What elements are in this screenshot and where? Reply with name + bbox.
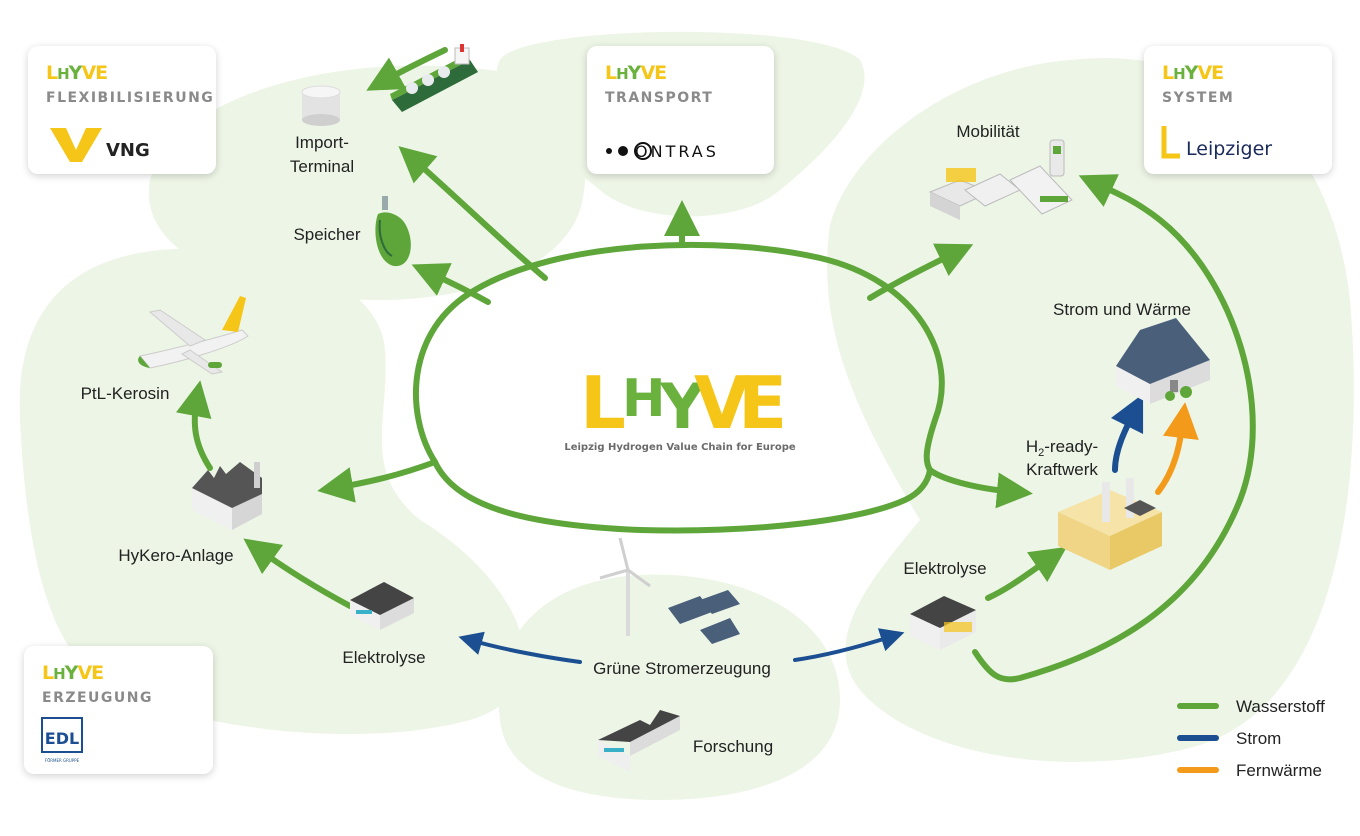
logo-letter-y: Y xyxy=(659,370,706,443)
zone-right xyxy=(827,58,1354,762)
logo-letter-e: E xyxy=(738,361,787,445)
card-system: LHYVE SYSTEM Leipziger xyxy=(1144,46,1332,174)
factory-icon xyxy=(192,462,262,530)
legend-label-fernwaerme: Fernwärme xyxy=(1236,761,1322,780)
edl-logo-icon: EDL FÖRMER GRUPPE xyxy=(41,717,83,763)
card-transport: LHYVE TRANSPORT ONTRAS xyxy=(587,46,774,174)
power-plant-icon xyxy=(1058,478,1162,570)
wind-turbine-icon xyxy=(599,537,651,636)
logo-letter-l: L xyxy=(580,361,626,445)
card-erzeugung-logo: LHYVE xyxy=(42,662,104,684)
label-ptl-kerosin: PtL-Kerosin xyxy=(81,384,170,403)
zone-top-left xyxy=(148,65,586,301)
house-icon xyxy=(1116,318,1210,404)
vng-logo-icon: VNG xyxy=(50,128,150,162)
electrolyzer-right-icon xyxy=(910,596,976,650)
leipziger-logo-text: Leipziger xyxy=(1186,138,1272,160)
edl-logo-text: EDL xyxy=(45,729,79,748)
logo-letter-h: H xyxy=(622,369,666,429)
lhyve-main-logo: L H Y V E Leipzig Hydrogen Value Chain f… xyxy=(564,361,796,453)
solar-panel-icon xyxy=(668,590,740,644)
hydrogen-arrows xyxy=(176,47,1256,683)
leipziger-logo-icon: Leipziger xyxy=(1161,126,1272,160)
card-flex-logo: LHYVE xyxy=(46,62,108,84)
vehicles-icon xyxy=(928,139,1073,220)
card-erzeugung: LHYVE ERZEUGUNG EDL FÖRMER GRUPPE xyxy=(24,646,213,774)
ship-icon xyxy=(390,44,478,112)
zone-bottom-center xyxy=(498,574,840,800)
card-flexibilisierung: LHYVE FLEXIBILISIERUNG VNG xyxy=(28,46,216,174)
card-erzeugung-title: ERZEUGUNG xyxy=(42,690,153,706)
vng-logo-text: VNG xyxy=(106,140,150,161)
label-kraftwerk-1: H2-ready- xyxy=(1026,437,1098,459)
label-kraftwerk-2: Kraftwerk xyxy=(1026,460,1098,479)
label-strom-waerme: Strom und Wärme xyxy=(1053,300,1191,319)
label-elektrolyse-right: Elektrolyse xyxy=(903,559,986,578)
label-elektrolyse-left: Elektrolyse xyxy=(342,648,425,667)
label-speicher: Speicher xyxy=(293,225,360,244)
logo-letter-v: V xyxy=(694,361,750,445)
hydrogen-ring xyxy=(317,146,1033,534)
label-gruene-strom: Grüne Stromerzeugung xyxy=(593,659,771,678)
card-transport-title: TRANSPORT xyxy=(605,90,714,106)
edl-logo-subtext: FÖRMER GRUPPE xyxy=(45,758,80,763)
ontras-logo-icon: ONTRAS xyxy=(606,142,719,161)
label-forschung: Forschung xyxy=(693,737,773,756)
storage-cavern-icon xyxy=(375,196,411,267)
airplane-icon xyxy=(138,296,249,375)
card-system-logo: LHYVE xyxy=(1162,62,1224,84)
label-mobilitaet: Mobilität xyxy=(956,122,1020,141)
research-building-icon xyxy=(598,710,680,772)
ontras-logo-text: ONTRAS xyxy=(635,142,719,161)
electrolyzer-left-icon xyxy=(350,582,414,630)
storage-tank-icon xyxy=(301,85,341,126)
label-hykero: HyKero-Anlage xyxy=(118,546,233,565)
legend: Wasserstoff Strom Fernwärme xyxy=(1177,697,1325,780)
card-system-title: SYSTEM xyxy=(1162,90,1235,106)
power-arrows xyxy=(458,393,1144,664)
label-import-terminal-2: Terminal xyxy=(290,157,354,176)
legend-label-strom: Strom xyxy=(1236,729,1281,748)
heat-arrow xyxy=(1155,402,1199,495)
label-import-terminal-1: Import- xyxy=(295,133,349,152)
card-flex-title: FLEXIBILISIERUNG xyxy=(46,90,215,106)
logo-tagline: Leipzig Hydrogen Value Chain for Europe xyxy=(564,442,796,453)
card-transport-logo: LHYVE xyxy=(605,62,667,84)
legend-label-wasserstoff: Wasserstoff xyxy=(1236,697,1325,716)
